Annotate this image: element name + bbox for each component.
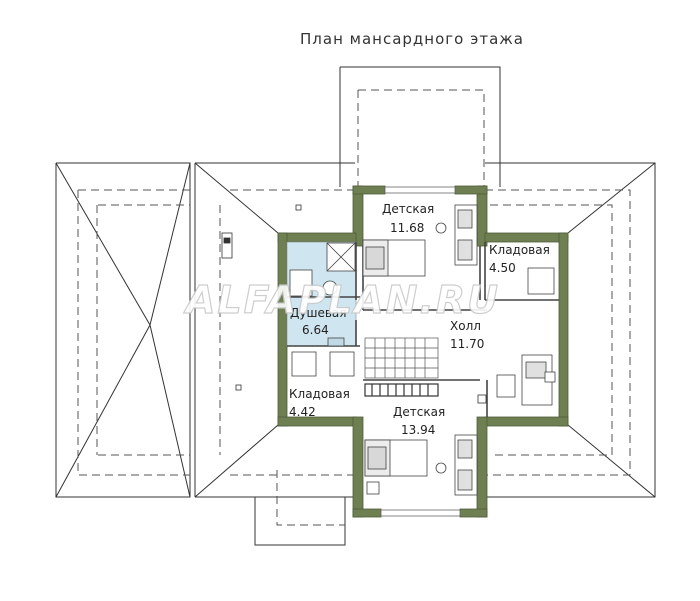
room-area-shower: 6.64	[302, 323, 329, 337]
roof-outline	[55, 66, 656, 546]
room-labels: Детская 11.68 Кладовая 4.50 Душевая 6.64…	[289, 202, 550, 437]
plan-title-text: План мансардного этажа	[300, 30, 524, 48]
room-area-child-upper: 11.68	[390, 221, 424, 235]
bed-lower	[364, 439, 428, 477]
shower-fixtures	[289, 242, 356, 347]
plan-title: План мансардного этажа	[0, 30, 700, 48]
watermark-text: ALFAPLAN.RU	[183, 278, 500, 322]
desk-upper	[435, 204, 478, 266]
room-area-storage-right: 4.50	[489, 261, 516, 275]
room-area-child-lower: 13.94	[401, 423, 435, 437]
room-name-child-upper: Детская	[382, 202, 434, 216]
bed-upper	[362, 239, 426, 277]
eave-dashes	[77, 89, 631, 526]
room-name-child-lower: Детская	[393, 405, 445, 419]
nightstand-icon	[366, 481, 380, 495]
exterior-walls	[277, 185, 569, 518]
room-name-hall: Холл	[450, 319, 481, 333]
room-name-storage-right: Кладовая	[489, 243, 550, 257]
wardrobe	[364, 383, 439, 397]
stairs	[364, 337, 439, 379]
room-area-storage-left: 4.42	[289, 405, 316, 419]
room-area-hall: 11.70	[450, 337, 484, 351]
windows	[380, 186, 461, 517]
desk-lower	[435, 434, 478, 496]
wall-fixtures	[221, 204, 487, 404]
storage-boxes	[291, 267, 555, 377]
room-name-shower: Душевая	[290, 306, 346, 320]
room-name-storage-left: Кладовая	[289, 387, 350, 401]
hall-furniture	[496, 354, 556, 406]
